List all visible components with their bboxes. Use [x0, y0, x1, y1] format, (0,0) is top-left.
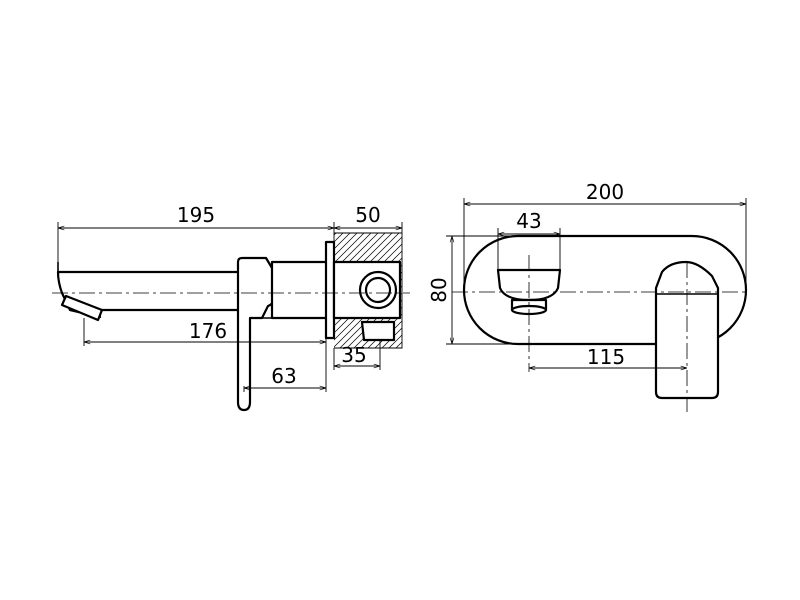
- dim-63-label: 63: [271, 364, 296, 388]
- dim-50-label: 50: [355, 203, 380, 227]
- hatch-line: [334, 233, 372, 348]
- dim-200-label: 200: [586, 180, 624, 204]
- dim-176-label: 176: [189, 319, 227, 343]
- body-flange: [324, 240, 336, 340]
- dim-35-label: 35: [341, 343, 366, 367]
- hatch-line: [334, 233, 379, 348]
- hatch-line: [334, 233, 386, 348]
- dim-195-label: 195: [177, 203, 215, 227]
- wall-outline: [334, 232, 403, 349]
- dim-115-label: 115: [587, 345, 625, 369]
- hatch-line: [381, 233, 402, 348]
- dim-43-label: 43: [516, 209, 541, 233]
- spout: [56, 270, 246, 319]
- front-view: 200 43 80 115: [427, 180, 748, 412]
- valve-port-inner: [364, 276, 392, 304]
- body-cylinder: [270, 260, 330, 320]
- dim-80-label: 80: [427, 277, 451, 302]
- spout-outlet: [60, 294, 104, 322]
- valve-outlet-nozzle: [360, 320, 396, 342]
- lever-handle: [236, 256, 276, 412]
- side-view: 195 50 176 63 35: [52, 203, 410, 412]
- hatch-line: [334, 233, 358, 348]
- hatch-line: [334, 233, 365, 348]
